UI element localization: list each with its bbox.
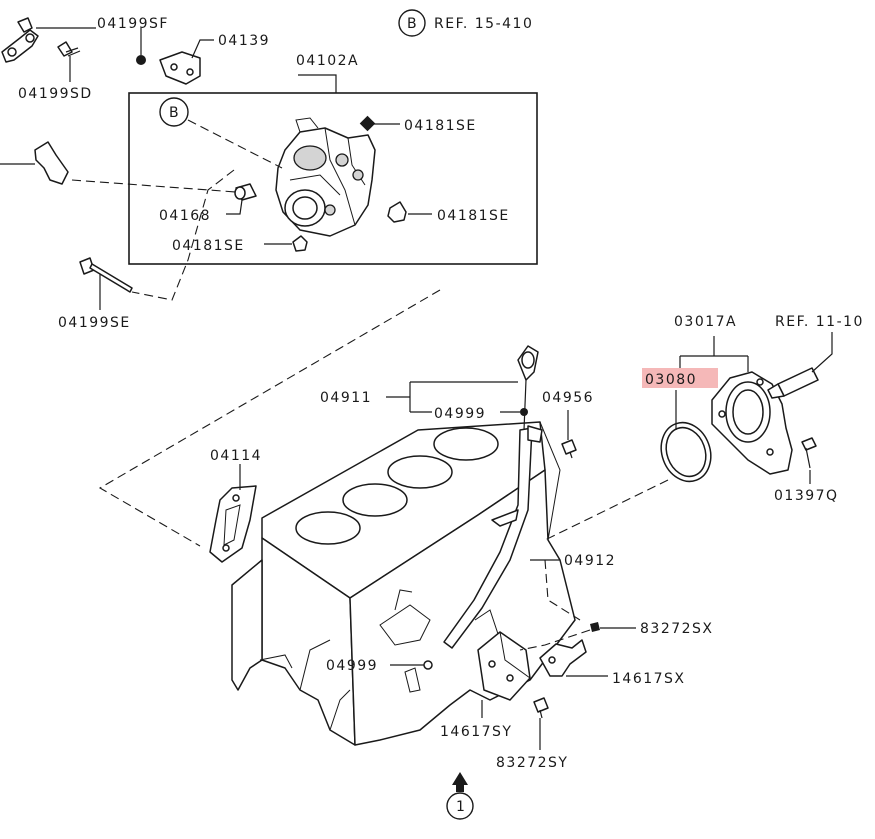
sensor-04168 xyxy=(234,183,257,201)
bolt-04199SE xyxy=(79,257,133,293)
throttle-body xyxy=(275,117,376,237)
oring-04999-a xyxy=(520,408,528,416)
nut-small xyxy=(136,55,146,65)
bracket-04139 xyxy=(159,51,201,85)
label-03017A: 03017A xyxy=(674,314,737,330)
oring-04999-b xyxy=(423,660,433,670)
inner-b-letter: B xyxy=(169,105,180,121)
ref-b-letter: B xyxy=(407,16,418,32)
plug-04181SE-c xyxy=(292,235,308,252)
plug-04181SE-b xyxy=(387,201,407,223)
label-04168: 04168 xyxy=(159,208,211,224)
label-04181SE-b: 04181SE xyxy=(437,208,510,224)
inner-b-badge: B xyxy=(159,97,189,127)
label-14617SY: 14617SY xyxy=(440,724,512,740)
ref-b-badge: B xyxy=(398,9,426,37)
label-04139: 04139 xyxy=(218,33,270,49)
label-04999-b: 04999 xyxy=(326,658,378,674)
assembly-box xyxy=(128,92,538,265)
plug-04181SE-a xyxy=(359,115,376,132)
label-03080: 03080 xyxy=(645,372,697,388)
highlight-03080 xyxy=(642,368,718,388)
front-indicator: 1 xyxy=(446,772,474,820)
label-04999-a: 04999 xyxy=(434,406,486,422)
label-83272SY: 83272SY xyxy=(496,755,568,771)
bolt-04199SD xyxy=(57,41,81,57)
label-ref-15-410: REF. 15-410 xyxy=(434,16,533,32)
bracket-14617SX xyxy=(539,639,587,677)
label-04199SD: 04199SD xyxy=(18,86,93,102)
bolt-83272SX xyxy=(590,622,600,632)
bolt-83272SY xyxy=(533,697,549,719)
leader-lines xyxy=(0,27,833,750)
hose xyxy=(34,141,69,185)
label-04114: 04114 xyxy=(210,448,262,464)
label-04912: 04912 xyxy=(564,553,616,569)
label-04181SE-c: 04181SE xyxy=(172,238,245,254)
bolt-01397Q xyxy=(801,437,817,469)
oil-seal-03080 xyxy=(660,421,712,483)
label-14617SX: 14617SX xyxy=(612,671,686,687)
label-04199SF: 04199SF xyxy=(97,16,169,32)
label-04181SE-a: 04181SE xyxy=(404,118,477,134)
engine-block xyxy=(231,421,576,746)
gasket-04114 xyxy=(209,485,257,563)
dipstick-04911 xyxy=(517,345,539,431)
bracket-04199SF xyxy=(1,17,39,63)
label-04911: 04911 xyxy=(320,390,372,406)
label-ref-11-10: REF. 11-10 xyxy=(775,314,864,330)
bolt-04956 xyxy=(561,439,577,459)
label-04102A: 04102A xyxy=(296,53,359,69)
label-83272SX: 83272SX xyxy=(640,621,714,637)
label-01397Q: 01397Q xyxy=(774,488,839,504)
label-04199SE: 04199SE xyxy=(58,315,131,331)
part-labels: 04199SF 04139 04199SD REF. 15-410 04102A… xyxy=(18,16,864,771)
front-number: 1 xyxy=(456,799,466,815)
bracket-14617SY xyxy=(477,631,531,701)
label-04956: 04956 xyxy=(542,390,594,406)
sealant-tube xyxy=(767,367,819,399)
guide-tube-04912 xyxy=(443,425,543,649)
